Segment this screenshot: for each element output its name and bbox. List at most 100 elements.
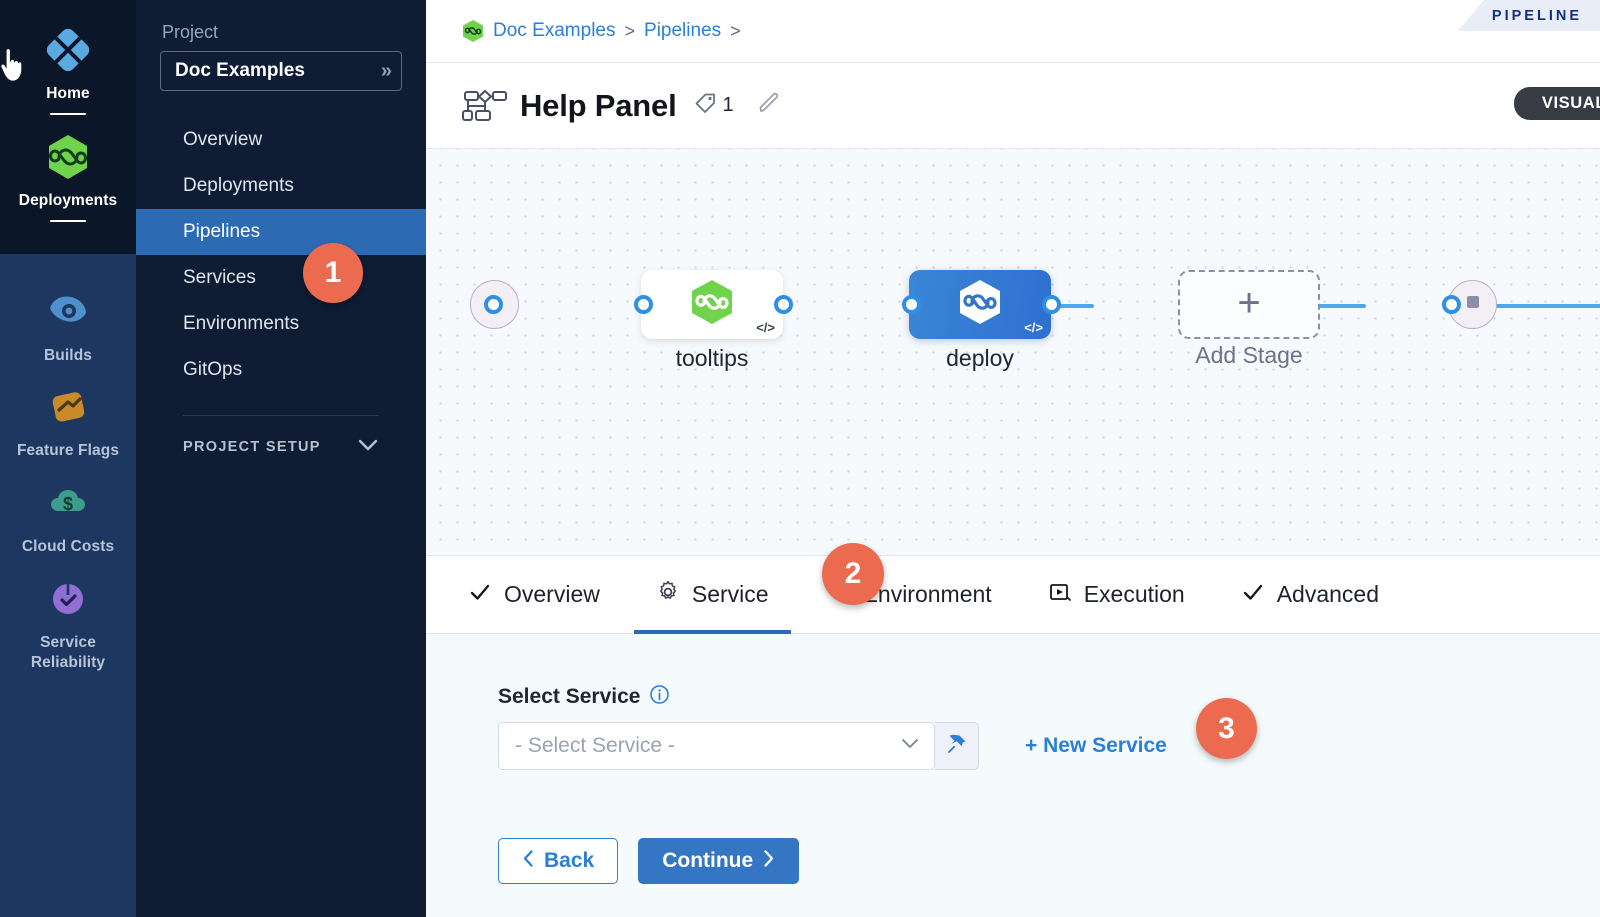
module-item-deployments[interactable]: Deployments	[0, 121, 136, 228]
service-reliability-icon	[42, 573, 94, 625]
play-box-icon	[1048, 580, 1072, 609]
module-item-builds[interactable]: Builds	[0, 276, 136, 372]
port-end-in[interactable]	[1442, 295, 1461, 314]
sidebar-item-label: Environments	[183, 313, 300, 334]
breadcrumb-separator: >	[730, 20, 741, 41]
callout-badge-2: 2	[822, 543, 884, 605]
check-icon	[1241, 580, 1265, 609]
tag-count: 1	[722, 94, 734, 116]
tab-execution[interactable]: Execution	[1048, 556, 1185, 634]
tag-badge[interactable]: 1	[693, 90, 734, 121]
sidebar-item-label: Deployments	[183, 175, 294, 196]
select-service-label: Select Service	[498, 685, 641, 708]
stage-code-badge: </>	[756, 320, 775, 335]
plus-icon: +	[1237, 280, 1261, 325]
module-item-label: Home	[46, 85, 90, 102]
sidebar-divider	[183, 415, 379, 416]
harness-hex-green-icon	[690, 278, 734, 331]
tag-icon	[693, 90, 719, 121]
check-icon	[468, 580, 492, 609]
form-button-row: Back Continue	[498, 838, 1600, 884]
feature-flags-icon	[42, 381, 94, 433]
stage-node-tooltips[interactable]: </>	[641, 270, 783, 339]
sidebar-item-overview[interactable]: Overview	[136, 117, 426, 163]
tab-active-underline	[633, 629, 791, 634]
harness-hex-white-icon	[958, 278, 1002, 331]
module-rail-bottom-group: Builds Feature Flags $	[0, 253, 136, 917]
edge-deploy-to-add-stage	[1474, 304, 1600, 308]
sidebar-item-pipelines[interactable]: Pipelines	[136, 209, 426, 255]
module-item-cloud-costs[interactable]: $ Cloud Costs	[0, 467, 136, 563]
new-service-link[interactable]: + New Service	[1025, 734, 1167, 757]
active-underline	[50, 112, 86, 115]
module-item-label: Feature Flags	[16, 442, 120, 460]
port-tooltips-out[interactable]	[774, 295, 793, 314]
module-item-service-reliability[interactable]: Service Reliability	[0, 563, 136, 679]
project-nav-list: Overview Deployments Pipelines Services …	[136, 117, 426, 393]
project-selector-name: Doc Examples	[175, 60, 305, 81]
select-service-placeholder: - Select Service -	[515, 734, 675, 757]
sidebar-item-label: Pipelines	[183, 221, 261, 242]
gear-icon	[656, 580, 680, 609]
project-setup-label: PROJECT SETUP	[183, 439, 321, 455]
breadcrumb-link-project[interactable]: Doc Examples	[493, 20, 616, 41]
add-stage-node[interactable]: +	[1178, 270, 1320, 339]
breadcrumb-link-pipelines[interactable]: Pipelines	[644, 20, 722, 41]
tab-advanced[interactable]: Advanced	[1241, 556, 1379, 634]
pencil-icon[interactable]	[756, 90, 782, 121]
port-deploy-in[interactable]	[902, 295, 921, 314]
callout-badge-3: 3	[1196, 698, 1257, 759]
tab-label: Advanced	[1276, 581, 1380, 607]
port-tooltips-in[interactable]	[634, 295, 653, 314]
sidebar-item-project-setup[interactable]: PROJECT SETUP	[136, 438, 426, 456]
stage-caption-tooltips: tooltips	[675, 345, 749, 371]
tab-service[interactable]: Service	[633, 556, 791, 634]
module-item-label: Deployments	[18, 191, 118, 209]
module-item-feature-flags[interactable]: Feature Flags	[0, 371, 136, 467]
mode-toggle-visual[interactable]: VISUAL	[1513, 87, 1600, 120]
sidebar-item-label: Services	[183, 267, 256, 288]
chevron-down-icon	[900, 737, 920, 755]
stage-node-deploy[interactable]: </>	[909, 270, 1051, 339]
pin-button[interactable]	[935, 722, 979, 770]
port-start-out[interactable]	[484, 295, 503, 314]
tab-label: Environment	[862, 581, 992, 607]
port-deploy-out[interactable]	[1042, 295, 1061, 314]
info-circle-icon[interactable]	[649, 684, 670, 710]
continue-button[interactable]: Continue	[638, 838, 800, 884]
tab-overview[interactable]: Overview	[468, 556, 600, 634]
select-service-dropdown[interactable]: - Select Service -	[498, 722, 935, 770]
module-rail: Home Deployments	[0, 0, 136, 917]
breadcrumb: Doc Examples > Pipelines > PIPELINE	[426, 0, 1600, 63]
tab-label: Execution	[1083, 581, 1185, 607]
back-button-label: Back	[544, 849, 595, 872]
back-button[interactable]: Back	[498, 838, 619, 884]
project-section-label: Project	[162, 22, 219, 42]
rail-spacer	[0, 228, 136, 254]
continue-button-label: Continue	[662, 849, 754, 872]
sidebar-item-label: GitOps	[183, 359, 243, 380]
breadcrumb-separator: >	[624, 20, 636, 41]
sidebar-item-environments[interactable]: Environments	[136, 301, 426, 347]
pipeline-canvas[interactable]: </> tooltips </> deploy	[426, 149, 1600, 556]
tab-label: Service	[691, 581, 769, 607]
module-item-home[interactable]: Home	[0, 14, 136, 121]
tab-label: Overview	[504, 581, 600, 607]
pipeline-ribbon-badge: PIPELINE	[1457, 0, 1600, 31]
pipeline-title-bar: Help Panel 1 VISUAL	[426, 63, 1600, 149]
sidebar-item-deployments[interactable]: Deployments	[136, 163, 426, 209]
project-sidebar: Project Doc Examples » Overview Deployme…	[136, 0, 426, 917]
add-stage-label: Add Stage	[1195, 342, 1303, 368]
sidebar-item-gitops[interactable]: GitOps	[136, 347, 426, 393]
sidebar-item-services[interactable]: Services	[136, 255, 426, 301]
harness-hex-icon	[462, 19, 484, 43]
stop-square-icon	[1462, 291, 1484, 318]
pipeline-graph-icon	[462, 89, 508, 123]
service-form-pane: Select Service - Select Service -	[426, 634, 1600, 917]
select-service-label-row: Select Service	[498, 684, 1600, 710]
tab-environment[interactable]: Environment	[825, 556, 992, 634]
main-content: Doc Examples > Pipelines > PIPELINE	[426, 0, 1600, 917]
stage-code-badge: </>	[1024, 320, 1043, 335]
project-selector[interactable]: Doc Examples »	[160, 51, 402, 91]
